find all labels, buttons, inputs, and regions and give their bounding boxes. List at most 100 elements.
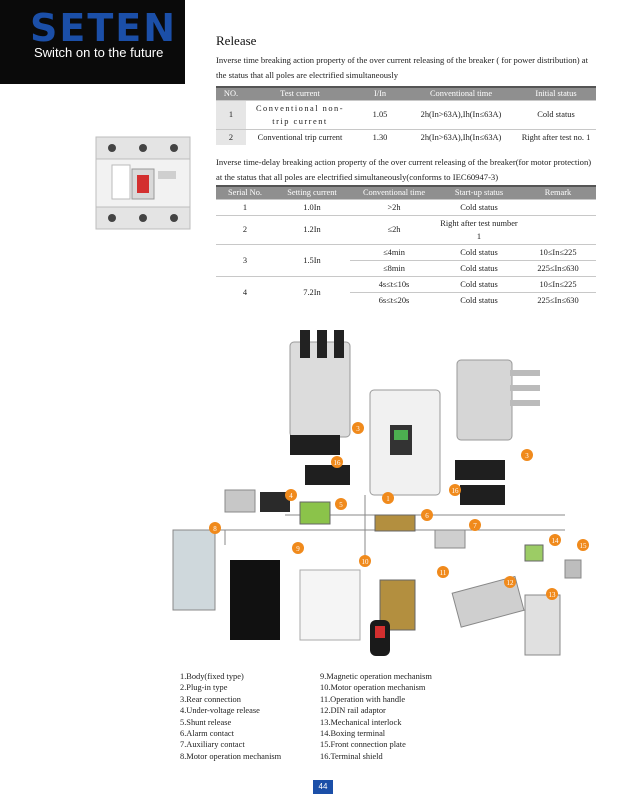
legend-list-right: 9.Magnetic operation mechanism 10.Motor … [320, 671, 432, 762]
table-header: Start-up status [438, 186, 520, 199]
table-cell: Cold status [438, 275, 520, 292]
table-header: Test current [246, 87, 354, 100]
breaker-body-illustration [369, 389, 441, 496]
legend-item: 3.Rear connection [180, 694, 241, 704]
legend-item: 2.Plug-in type [180, 683, 228, 693]
table-cell: Cold status [438, 291, 520, 308]
table-cell: 1.05 [354, 99, 406, 129]
table-header: Serial No. [216, 186, 274, 199]
table-cell: 3 [216, 243, 274, 276]
table-cell: 10≤In≤225 [520, 275, 596, 292]
table-cell: 4 [216, 275, 274, 308]
power-distribution-table: NO. Test current I/In Conventional time … [216, 86, 596, 145]
table-cell: 225≤In≤630 [520, 291, 596, 308]
callout-markers: 3 16 3 16 1 4 5 6 7 8 9 10 11 12 13 14 1… [209, 422, 589, 600]
section-title: Release [216, 33, 257, 48]
table-cell: Cold status [438, 243, 520, 260]
table-cell: 1 [216, 99, 246, 129]
callout-label: 1 [386, 495, 390, 503]
table-header: Initial status [516, 87, 596, 100]
table-cell: Right after test number 1 [438, 214, 520, 244]
table-cell: 1 [216, 198, 274, 215]
callout-label: 16 [452, 487, 460, 495]
table-row: 2 Conventional trip current 1.30 2h(In>6… [216, 128, 596, 145]
callout-label: 10 [362, 558, 370, 566]
brand-tagline: Switch on to the future [34, 45, 164, 60]
callout-label: 6 [425, 512, 429, 520]
table-header: I/In [354, 87, 406, 100]
callout-label: 5 [339, 501, 343, 509]
table-cell: Right after test no. 1 [516, 128, 596, 145]
table-cell: 2 [216, 128, 246, 145]
table-header: Conventional time [406, 87, 516, 100]
table-cell: 2h(In>63A),Ih(In≤63A) [406, 99, 516, 129]
table-cell: 2h(In>63A),Ih(In≤63A) [406, 128, 516, 145]
table-cell: Cold status [516, 99, 596, 129]
table-row: 2 1.2In ≤2h Right after test number 1 [216, 214, 596, 244]
callout-label: 3 [356, 425, 360, 433]
table-cell: 7.2In [274, 275, 350, 308]
legend-list-left: 1.Body(fixed type) 2.Plug-in type 3.Rear… [180, 671, 281, 762]
legend-item: 16.Terminal shield [320, 751, 383, 761]
callout-label: 12 [507, 579, 515, 587]
legend-item: 8.Motor operation mechanism [180, 751, 282, 761]
table-cell: 2 [216, 214, 274, 244]
table-header: NO. [216, 87, 246, 100]
legend-item: 5.Shunt release [180, 717, 232, 727]
legend-item: 9.Magnetic operation mechanism [320, 672, 432, 681]
table-cell: 4s≤t≤10s [350, 275, 438, 292]
legend-item: 4.Under-voltage release [180, 706, 260, 716]
table-cell: 1.30 [354, 128, 406, 145]
table-cell: 6s≤t≤20s [350, 291, 438, 308]
callout-label: 4 [289, 492, 293, 500]
legend-item: 14.Boxing terminal [320, 729, 386, 739]
table-cell: 225≤In≤630 [520, 259, 596, 276]
callout-label: 11 [440, 569, 447, 577]
table-row: 3 1.5In ≤4min Cold status 10≤In≤225 [216, 243, 596, 276]
table-cell: Cold status [438, 259, 520, 276]
table-row: 4 7.2In 4s≤t≤10s Cold status 10≤In≤225 [216, 275, 596, 308]
brand-logo-block: SETEN Switch on to the future [0, 0, 185, 84]
table-cell: Conventional non-trip current [246, 99, 354, 129]
table-header: Remark [520, 186, 596, 199]
table-cell: 10≤In≤225 [520, 243, 596, 260]
table-cell: Cold status [438, 198, 520, 215]
table-header: Conventional time [350, 186, 438, 199]
legend-item: 11.Operation with handle [320, 694, 406, 704]
table-cell: Conventional trip current [246, 128, 354, 145]
rear-connection-illustration [456, 359, 540, 441]
table-cell: 1.0In [274, 198, 350, 215]
table-cell: ≤2h [350, 214, 438, 244]
callout-label: 7 [473, 522, 477, 530]
table-cell: >2h [350, 198, 438, 215]
callout-label: 9 [296, 545, 300, 553]
callout-label: 14 [552, 537, 560, 545]
table-row: 1 Conventional non-trip current 1.05 2h(… [216, 99, 596, 129]
table-row: 6s≤t≤20s Cold status 225≤In≤630 [216, 291, 596, 308]
breaker-product-image [95, 136, 191, 230]
table-row: 1 1.0In >2h Cold status [216, 198, 596, 215]
legend-item: 7.Auxiliary contact [180, 740, 245, 750]
table-row: ≤8min Cold status 225≤In≤630 [216, 259, 596, 276]
brand-logo: SETEN [30, 6, 178, 50]
table-cell: 1.2In [274, 214, 350, 244]
plug-in-base-illustration [289, 330, 351, 438]
terminal-shield-illustration [290, 435, 505, 505]
table-cell [520, 214, 596, 244]
table2-description: Inverse time-delay breaking action prope… [216, 157, 592, 182]
callout-label: 3 [525, 452, 529, 460]
table-cell: ≤8min [350, 259, 438, 276]
legend-item: 15.Front connection plate [320, 740, 406, 750]
table-cell: ≤4min [350, 243, 438, 260]
callout-label: 13 [549, 591, 557, 599]
page-number: 44 [313, 780, 333, 794]
callout-label: 8 [213, 525, 217, 533]
legend-item: 10.Motor operation mechanism [320, 683, 426, 693]
table-cell [520, 198, 596, 215]
table-cell: 1.5In [274, 243, 350, 276]
table1-description: Inverse time breaking action property of… [216, 55, 589, 80]
legend-item: 6.Alarm contact [180, 729, 234, 739]
legend-item: 1.Body(fixed type) [180, 672, 244, 681]
legend-item: 13.Mechanical interlock [320, 717, 402, 727]
motor-protection-table: Serial No. Setting current Conventional … [216, 185, 596, 308]
